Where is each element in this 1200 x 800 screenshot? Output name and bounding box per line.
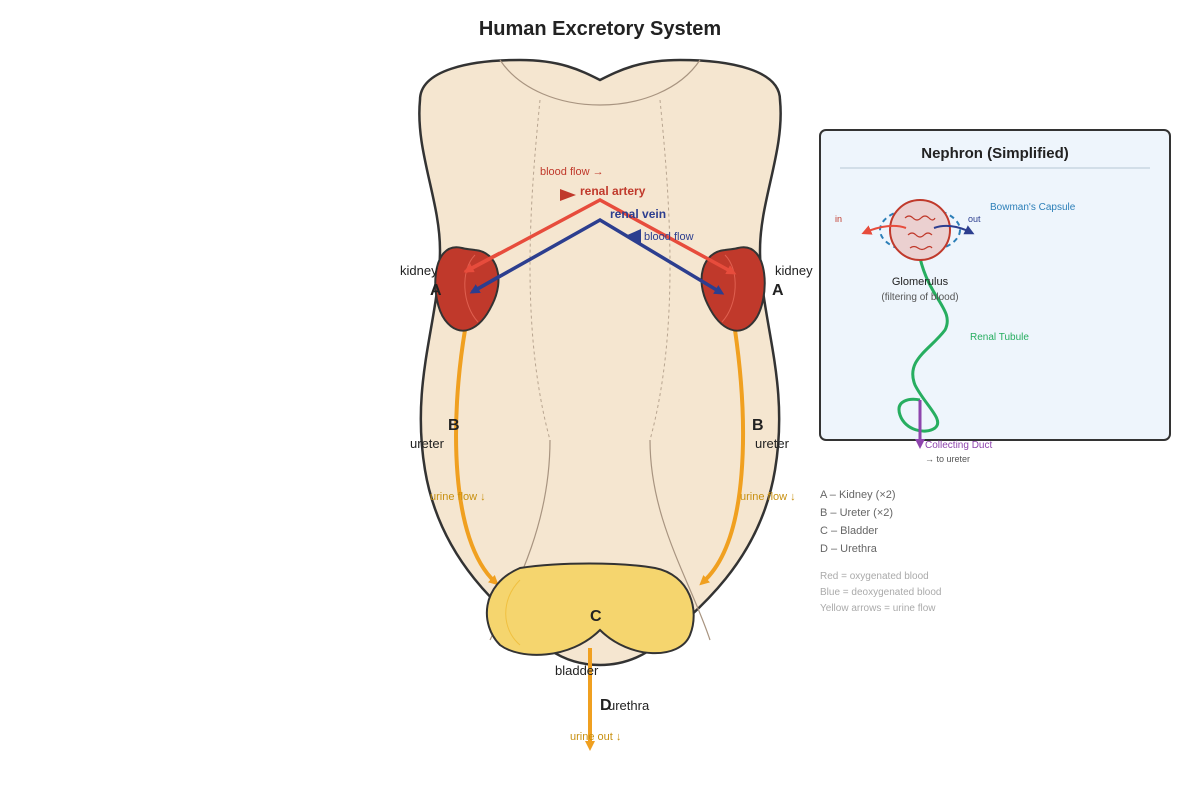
- renal-artery-arrow-left: [463, 251, 501, 273]
- ureter-left: [454, 329, 499, 586]
- kidney-label-right: kidney: [775, 263, 813, 278]
- torso-outline: [418, 58, 782, 667]
- kidney-left: [434, 246, 500, 332]
- legend-item-a: A – Kidney (×2): [820, 489, 896, 501]
- diagram-title: Human Excretory System: [479, 18, 721, 40]
- glomerulus-capillary-3: [909, 245, 933, 251]
- ureter-label-right: ureter: [755, 436, 790, 451]
- ureter-label-left: ureter: [410, 436, 445, 451]
- glomerulus-capillary-2: [907, 232, 933, 238]
- nephron-title: Nephron (Simplified): [921, 145, 1069, 162]
- note-oxygenated: Red = oxygenated blood: [820, 571, 929, 582]
- urine-flow-label-left: urine flow ↓: [430, 491, 486, 503]
- note-deoxygenated: Blue = deoxygenated blood: [820, 587, 942, 598]
- letter-c: C: [590, 608, 602, 625]
- legend-item-c: C – Bladder: [820, 525, 879, 537]
- nephron-panel: [819, 129, 1171, 441]
- bowmans-label: Bowman's Capsule: [990, 202, 1076, 213]
- bladder-label: bladder: [555, 663, 599, 678]
- legend-item-d: D – Urethra: [820, 543, 877, 555]
- blood-flow-label-top: blood flow →: [540, 166, 604, 178]
- glomerulus-capillary-1: [904, 215, 936, 221]
- letter-d: D: [600, 697, 612, 714]
- renal-vein-line: [471, 217, 725, 295]
- renal-vein-label: renal vein: [610, 207, 666, 221]
- letter-a-right: A: [772, 282, 784, 299]
- renal-artery-line: [464, 198, 737, 275]
- body-guide-left: [529, 99, 551, 441]
- renal-tubule: [897, 257, 949, 433]
- note-urine: Yellow arrows = urine flow: [820, 603, 936, 614]
- kidney-right-hilum: [721, 254, 736, 323]
- bladder-fold: [505, 579, 521, 646]
- glomerulus-sublabel: (filtering of blood): [881, 292, 958, 303]
- ureter-right: [699, 329, 745, 586]
- artery-flow-triangle: [560, 189, 576, 201]
- blood-flow-label-vein: blood flow: [644, 231, 694, 243]
- renal-vein-arrow-left: [469, 274, 501, 294]
- letter-a-left: A: [430, 282, 442, 299]
- kidney-label-left: kidney: [400, 263, 438, 278]
- vein-flow-triangle: [625, 229, 641, 243]
- bladder-shape: [486, 562, 695, 656]
- collecting-duct-label: Collecting Duct: [925, 440, 992, 451]
- letter-b-left: B: [448, 417, 460, 434]
- afferent-arrow: [861, 224, 907, 235]
- tubule-label: Renal Tubule: [970, 332, 1029, 343]
- urine-out-label: urine out ↓: [570, 731, 621, 743]
- kidney-left-hilum: [464, 254, 479, 323]
- nephron-in-label: in: [835, 214, 842, 224]
- glomerulus: [889, 199, 951, 261]
- body-guide-right: [649, 99, 671, 441]
- legend-item-b: B – Ureter (×2): [820, 507, 894, 519]
- letter-b-right: B: [752, 417, 764, 434]
- neck-line: [499, 59, 701, 106]
- pelvis-line-right: [649, 439, 711, 641]
- urine-flow-label-right: urine flow ↓: [740, 491, 796, 503]
- glomerulus-label: Glomerulus: [892, 276, 949, 288]
- nephron-out-label: out: [968, 214, 981, 224]
- urethra-label: urethra: [608, 698, 650, 713]
- to-ureter-label: → to ureter: [925, 454, 970, 464]
- kidney-right: [700, 246, 766, 332]
- renal-artery-label: renal artery: [580, 184, 646, 198]
- efferent-arrow: [933, 224, 975, 235]
